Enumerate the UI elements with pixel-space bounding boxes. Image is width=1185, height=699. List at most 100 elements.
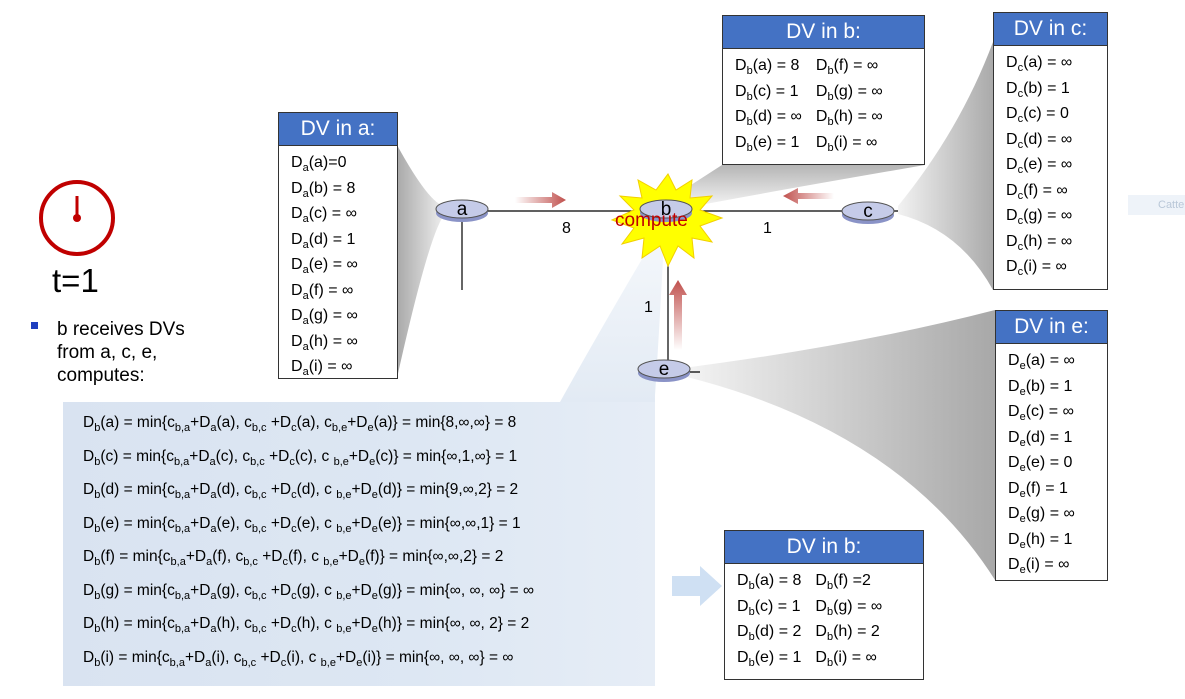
dv-value: (h) = ∞	[833, 108, 883, 125]
dv-fn: D	[1008, 479, 1020, 497]
eq-part: +D	[264, 447, 290, 465]
dv-entry: Da(d) = 1	[291, 227, 397, 253]
dv-value: (e) = 1	[752, 133, 800, 151]
subscript: b	[827, 116, 834, 128]
router-c-icon	[841, 201, 895, 224]
eq-part: (e), c	[296, 514, 337, 532]
arrow-e-to-b	[669, 280, 687, 350]
dv-fn: D	[291, 358, 303, 375]
subscript: c	[291, 489, 297, 501]
eq-part: D	[83, 615, 95, 632]
dv-value: (a) = 8	[754, 572, 802, 589]
equation-panel: Db(a) = min{cb,a+Da(a), cb,c +Dc(a), cb,…	[63, 402, 655, 686]
router-a-icon	[435, 199, 489, 222]
subscript: a	[302, 315, 309, 327]
eq-part: +D	[351, 581, 372, 599]
dv-fn: D	[735, 82, 747, 100]
subscript: e	[1019, 436, 1026, 449]
dv-value: (a)=0	[308, 154, 347, 171]
dv-value: (f) = ∞	[308, 281, 354, 299]
subscript: b,a	[174, 522, 191, 535]
dv-value: (e) = ∞	[1023, 156, 1073, 173]
subscript: b,e	[333, 455, 349, 468]
dv-entry: Da(b) = 8	[291, 176, 397, 202]
dv-value: (g) = ∞	[1023, 207, 1073, 224]
eq-part: D	[83, 648, 95, 666]
dv-fn: D	[737, 648, 749, 666]
dv-entry: Db(d) = ∞	[735, 104, 802, 130]
eq-part: +D	[256, 648, 281, 666]
subscript: c	[1017, 87, 1024, 100]
eq-part: +D	[351, 615, 372, 632]
dv-value: (g) = ∞	[1025, 505, 1075, 522]
dv-entry: De(d) = 1	[1008, 425, 1107, 451]
eq-part: D	[83, 514, 95, 532]
subscript: b	[746, 65, 753, 77]
subscript: c	[1017, 240, 1024, 253]
subscript: a	[302, 289, 309, 302]
eq-part: (d) = min{c	[100, 481, 175, 498]
eq-result: (h)} = min{∞, ∞, 2} = 2	[377, 615, 530, 632]
dv-fn: D	[291, 154, 303, 171]
router-e[interactable]	[637, 358, 694, 387]
subscript: b,a	[174, 489, 191, 501]
subscript: b,e	[323, 556, 339, 568]
dv-value: (d) = 2	[754, 623, 802, 640]
subscript: b	[94, 589, 101, 602]
dv-value: (h) = 2	[833, 623, 880, 640]
dv-value: (d) = ∞	[752, 108, 802, 125]
subscript: e	[371, 522, 378, 535]
dv-fn: D	[815, 572, 827, 589]
dv-value: (a) = 8	[752, 57, 800, 74]
dv-value: (b) = 1	[1023, 79, 1070, 97]
dv-value: (g) = ∞	[833, 82, 883, 100]
dv-entry: De(e) = 0	[1008, 450, 1107, 476]
dv-fn: D	[1006, 156, 1018, 173]
dv-entry: Db(g) = ∞	[815, 594, 882, 620]
subscript: b,e	[336, 522, 352, 535]
router-e-icon	[637, 359, 691, 382]
subscript: c	[291, 589, 297, 602]
dv-value: (h) = 1	[1025, 530, 1073, 548]
router-c[interactable]	[841, 200, 898, 229]
edge-cost-ab: 8	[562, 220, 571, 237]
eq-part: D	[83, 548, 95, 565]
dv-table-c-title: DV in c:	[994, 13, 1107, 46]
dv-entry: Dc(h) = ∞	[1006, 229, 1107, 255]
router-b[interactable]	[639, 198, 696, 227]
subscript: a	[302, 162, 309, 174]
bullet-line: b receives DVs	[57, 319, 185, 340]
subscript: b	[826, 580, 834, 592]
dv-entry: De(h) = 1	[1008, 527, 1107, 553]
eq-part: +D	[266, 481, 292, 498]
projection-wedge-a	[397, 145, 445, 378]
equation-line: Db(a) = min{cb,a+Da(a), cb,c +Dc(a), cb,…	[83, 414, 516, 434]
dv-value: (h) = ∞	[308, 332, 358, 350]
subscript: b	[826, 631, 834, 643]
subscript: b	[746, 116, 753, 128]
subscript: c	[291, 623, 297, 635]
dv-entry: Db(i) = ∞	[815, 645, 882, 671]
eq-part: (a), c	[296, 414, 332, 431]
subscript: c	[280, 656, 287, 669]
arrow-to-new-dv	[672, 566, 722, 606]
subscript: c	[1017, 266, 1024, 278]
dv-value: (f) =2	[833, 572, 871, 589]
subscript: a	[302, 340, 309, 353]
equation-line: Db(c) = min{cb,a+Da(c), cb,c +Dc(c), c b…	[83, 447, 517, 468]
dv-entry: De(b) = 1	[1008, 374, 1107, 400]
router-c-label: c	[863, 201, 873, 222]
arrow-a-to-b	[515, 192, 566, 208]
clock-icon	[39, 180, 115, 256]
router-a[interactable]	[435, 198, 492, 227]
dv-entry: Db(a) = 8	[735, 53, 802, 79]
subscript: e	[358, 556, 365, 568]
dv-value: (g) = ∞	[308, 307, 358, 324]
eq-part: (c), c	[294, 447, 334, 465]
dv-fn: D	[735, 108, 747, 125]
edge-cost-bc: 1	[763, 220, 772, 237]
